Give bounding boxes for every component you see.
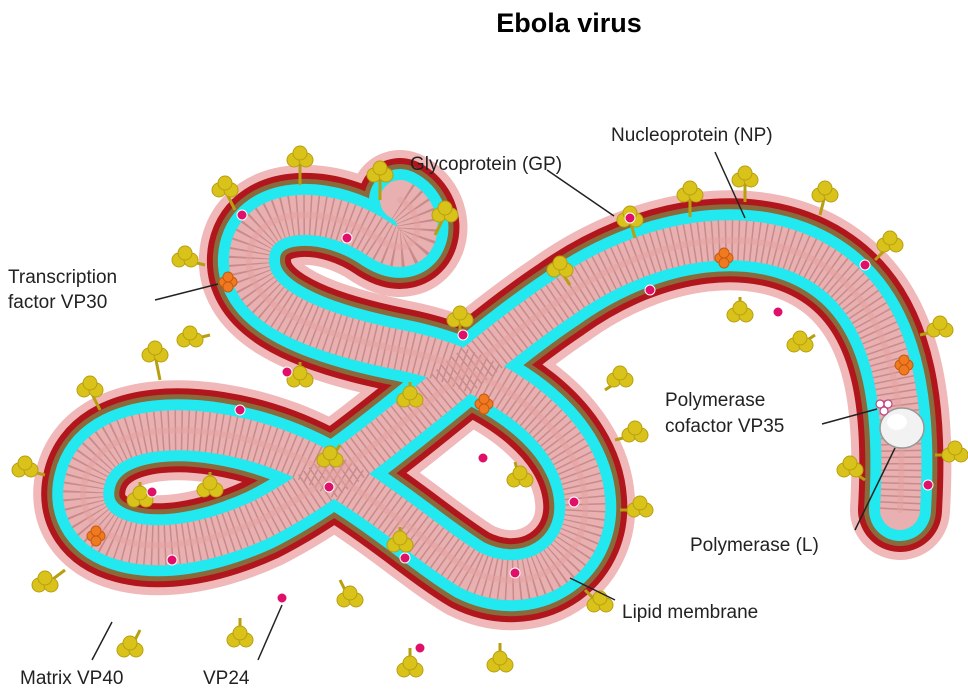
label-transcription-line2: factor VP30 [8, 292, 107, 313]
label-transcription-line1: Transcription [8, 267, 117, 288]
label-vp24: VP24 [203, 668, 250, 689]
label-nucleoprotein: Nucleoprotein (NP) [611, 125, 773, 146]
label-polymerase: Polymerase (L) [690, 535, 819, 556]
label-polymerase-cofactor-line2: cofactor VP35 [665, 416, 784, 437]
label-polymerase-cofactor-line1: Polymerase [665, 390, 765, 411]
label-lipid-membrane: Lipid membrane [622, 602, 758, 623]
label-matrix: Matrix VP40 [20, 668, 123, 689]
label-glycoprotein: Glycoprotein (GP) [410, 154, 562, 175]
